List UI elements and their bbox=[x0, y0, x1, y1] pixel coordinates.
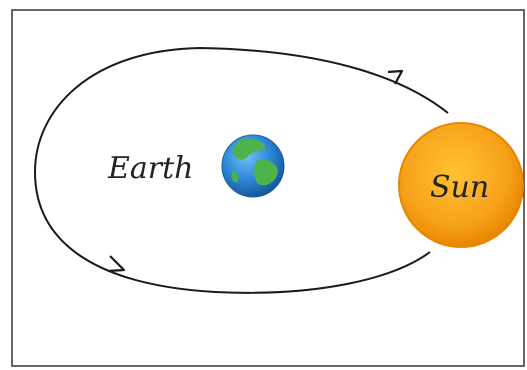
earth-label: Earth bbox=[107, 151, 194, 186]
sun-label: Sun bbox=[430, 170, 489, 205]
earth-icon bbox=[222, 135, 284, 197]
